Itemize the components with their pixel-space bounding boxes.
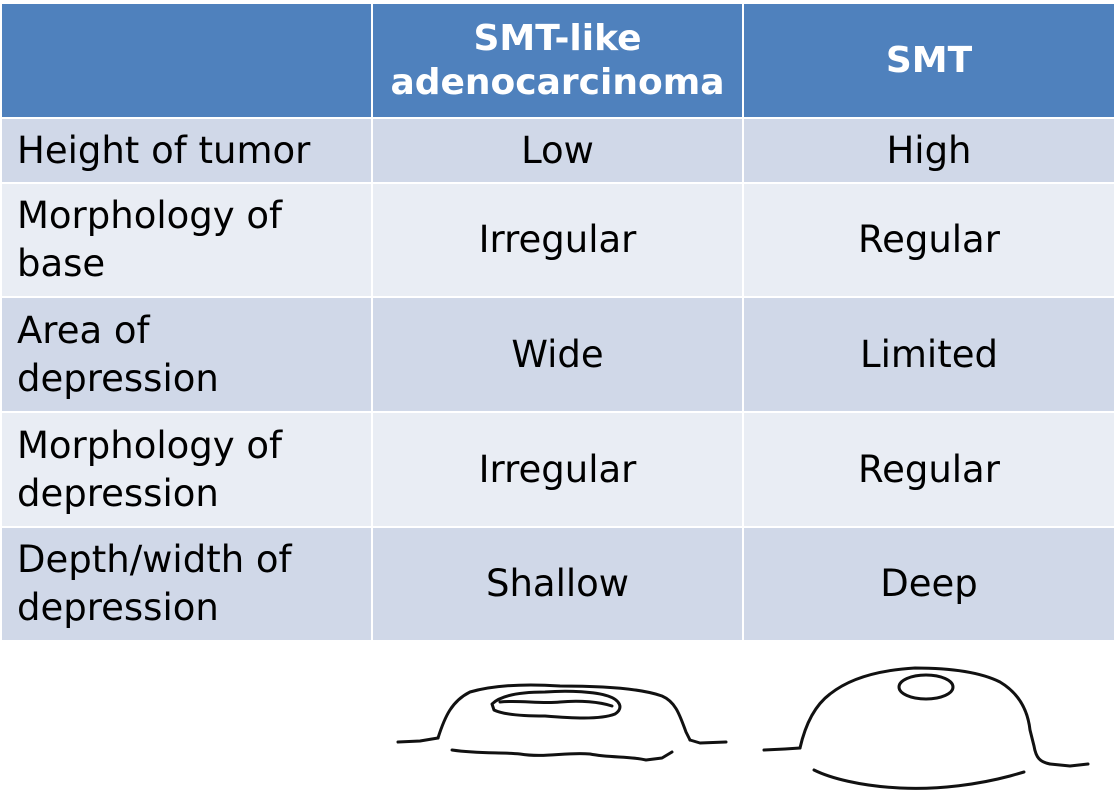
- header-line: adenocarcinoma: [390, 61, 725, 103]
- smt-like-adenocarcinoma-sketch: [396, 683, 728, 762]
- cell-smt-base: Regular: [744, 184, 1116, 298]
- cell-smt-like-height: Low: [373, 119, 744, 184]
- cell-smt-like-base: Irregular: [373, 184, 744, 298]
- header-smt: SMT: [744, 4, 1116, 119]
- row-label-line: Height of tumor: [17, 128, 311, 172]
- row-label-morphology-of-depression: Morphology of depression: [2, 413, 373, 528]
- row-label-line: Area of: [17, 308, 150, 352]
- cell-smt-height: High: [744, 119, 1116, 184]
- row-label-line: depression: [17, 471, 219, 515]
- row-label-line: Morphology of: [17, 423, 283, 467]
- row-label-area-of-depression: Area of depression: [2, 298, 373, 413]
- cell-smt-like-area: Wide: [373, 298, 744, 413]
- header-empty-cell: [2, 4, 373, 119]
- cell-smt-like-depth: Shallow: [373, 528, 744, 642]
- header-line: SMT: [885, 39, 973, 81]
- row-label-line: Morphology of: [17, 194, 283, 237]
- cell-smt-like-depression-morphology: Irregular: [373, 413, 744, 528]
- header-smt-like-adenocarcinoma: SMT-like adenocarcinoma: [373, 4, 744, 119]
- row-label-line: base: [17, 242, 106, 285]
- row-label-line: depression: [17, 356, 219, 400]
- cell-smt-depression-morphology: Regular: [744, 413, 1116, 528]
- row-label-depth-width-of-depression: Depth/width of depression: [2, 528, 373, 642]
- row-label-line: Depth/width of: [17, 538, 292, 581]
- row-label-morphology-of-base: Morphology of base: [2, 184, 373, 298]
- lesion-sketches: [396, 666, 1090, 790]
- smt-sketch: [762, 666, 1090, 790]
- cell-smt-depth: Deep: [744, 528, 1116, 642]
- comparison-table: SMT-like adenocarcinoma SMT Height of tu…: [2, 4, 1116, 642]
- row-label-line: depression: [17, 586, 219, 629]
- row-label-height-of-tumor: Height of tumor: [2, 119, 373, 184]
- cell-smt-area: Limited: [744, 298, 1116, 413]
- header-line: SMT-like: [473, 17, 642, 59]
